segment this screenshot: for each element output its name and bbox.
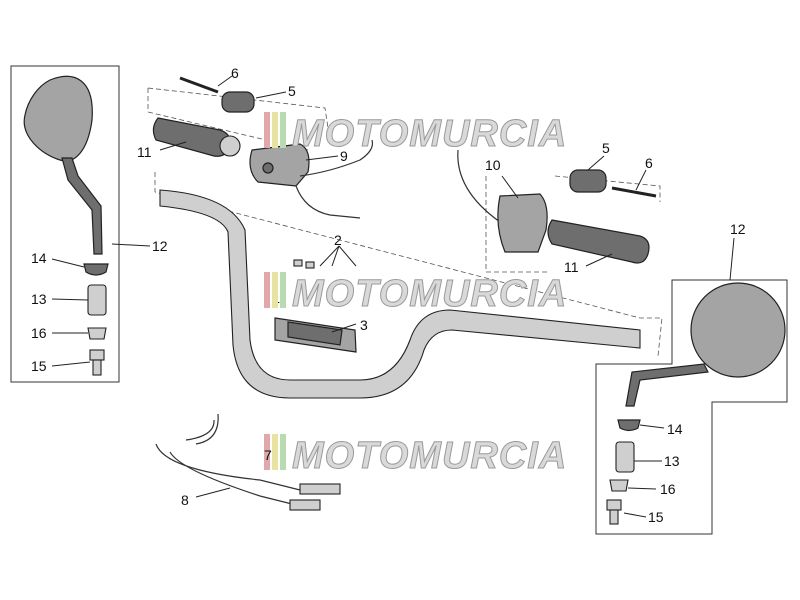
watermark-stripe-yellow [272, 434, 278, 470]
watermark-logo-bottom: MOTOMURCIA 7 [264, 434, 567, 478]
label-8: 8 [181, 492, 189, 508]
watermark-brand-top: MOTOMURCIA [292, 113, 567, 155]
left-boot-14 [83, 263, 109, 276]
watermark-brand-bottom: MOTOMURCIA [292, 435, 567, 477]
watermark-logo-middle: MOTOMURCIA [264, 272, 567, 316]
label-10: 10 [485, 157, 501, 173]
right-controls-assembly: 10 5 6 11 [457, 140, 661, 275]
right-boot-14 [617, 419, 641, 432]
label-11-left: 11 [137, 144, 152, 160]
right-sleeve-13 [615, 441, 635, 473]
watermark-stripe-red [264, 434, 270, 470]
label-16-left: 16 [31, 325, 47, 341]
watermark-stripe-red [264, 272, 270, 308]
left-switch-wire-a [299, 139, 374, 177]
left-adapter-15-head [89, 349, 105, 361]
throttle-cables-assembly: 8 [155, 413, 341, 511]
handlebar-tube [159, 189, 641, 399]
watermark-stripe-yellow [272, 272, 278, 308]
label-9: 9 [340, 148, 348, 164]
left-mirror-assembly: 12 14 13 16 15 [10, 65, 168, 383]
label-14-right: 14 [667, 421, 683, 437]
label-5-left: 5 [288, 83, 296, 99]
left-mirror-head [23, 75, 93, 162]
right-throttle-housing-10 [497, 193, 548, 253]
left-nut-16 [87, 327, 107, 340]
label-16-right: 16 [660, 481, 676, 497]
label-15-left: 15 [31, 358, 47, 374]
watermark-stripe-green [280, 434, 286, 470]
left-controls-assembly: 6 5 11 9 [137, 65, 374, 219]
left-adapter-15-thread [92, 359, 102, 376]
cable-b-end [195, 413, 219, 445]
label-7: 7 [264, 447, 272, 463]
watermark-stripe-green [280, 112, 286, 148]
label-3: 3 [360, 317, 368, 333]
left-mirror-stem [61, 157, 103, 255]
right-mirror-assembly: 12 14 13 16 15 [595, 221, 788, 535]
label-2: 2 [334, 232, 342, 248]
cable-a-end [185, 419, 215, 441]
right-throttle-wire [457, 149, 501, 223]
label-14-left: 14 [31, 250, 47, 266]
left-switch-button [262, 162, 274, 174]
right-bar-end-5 [569, 169, 607, 193]
cable-a [155, 443, 301, 491]
left-mirror-panel-frame [10, 65, 120, 383]
left-switch-wire-b [295, 185, 361, 219]
screw-2a [293, 259, 303, 267]
label-5-right: 5 [602, 140, 610, 156]
screw-2b [305, 261, 315, 269]
label-13-right: 13 [664, 453, 680, 469]
left-bar-end-5 [221, 91, 255, 113]
left-sleeve-13 [87, 284, 107, 316]
watermark-brand-middle: MOTOMURCIA [292, 273, 567, 315]
cable-b [169, 451, 301, 507]
left-grip-flange [219, 135, 241, 157]
handlebar-guide-dashes [154, 172, 663, 357]
label-15-right: 15 [648, 509, 664, 525]
right-grip-11 [547, 219, 650, 264]
cable-a-adjuster [299, 483, 341, 495]
cable-b-adjuster [289, 499, 321, 511]
label-6-left: 6 [231, 65, 239, 81]
handlebar-clamp-3-inner [287, 321, 343, 346]
right-mirror-stem [625, 363, 709, 407]
label-12-left: 12 [152, 238, 168, 254]
left-grip-11 [152, 117, 231, 157]
watermark-stripe-red [264, 112, 270, 148]
label-12-right: 12 [730, 221, 746, 237]
right-mirror-panel-frame [595, 279, 788, 535]
watermark-logo-top: MOTOMURCIA [264, 112, 567, 156]
right-mirror-head [690, 282, 786, 378]
label-11-right: 11 [564, 259, 579, 275]
right-adapter-15-head [606, 499, 622, 511]
watermark-stripe-green [280, 272, 286, 308]
right-adapter-15-thread [609, 509, 619, 525]
right-nut-16 [609, 479, 629, 492]
left-switch-9 [249, 143, 310, 187]
label-6-right: 6 [645, 155, 653, 171]
watermark-stripe-yellow [272, 112, 278, 148]
label-13-left: 13 [31, 291, 47, 307]
